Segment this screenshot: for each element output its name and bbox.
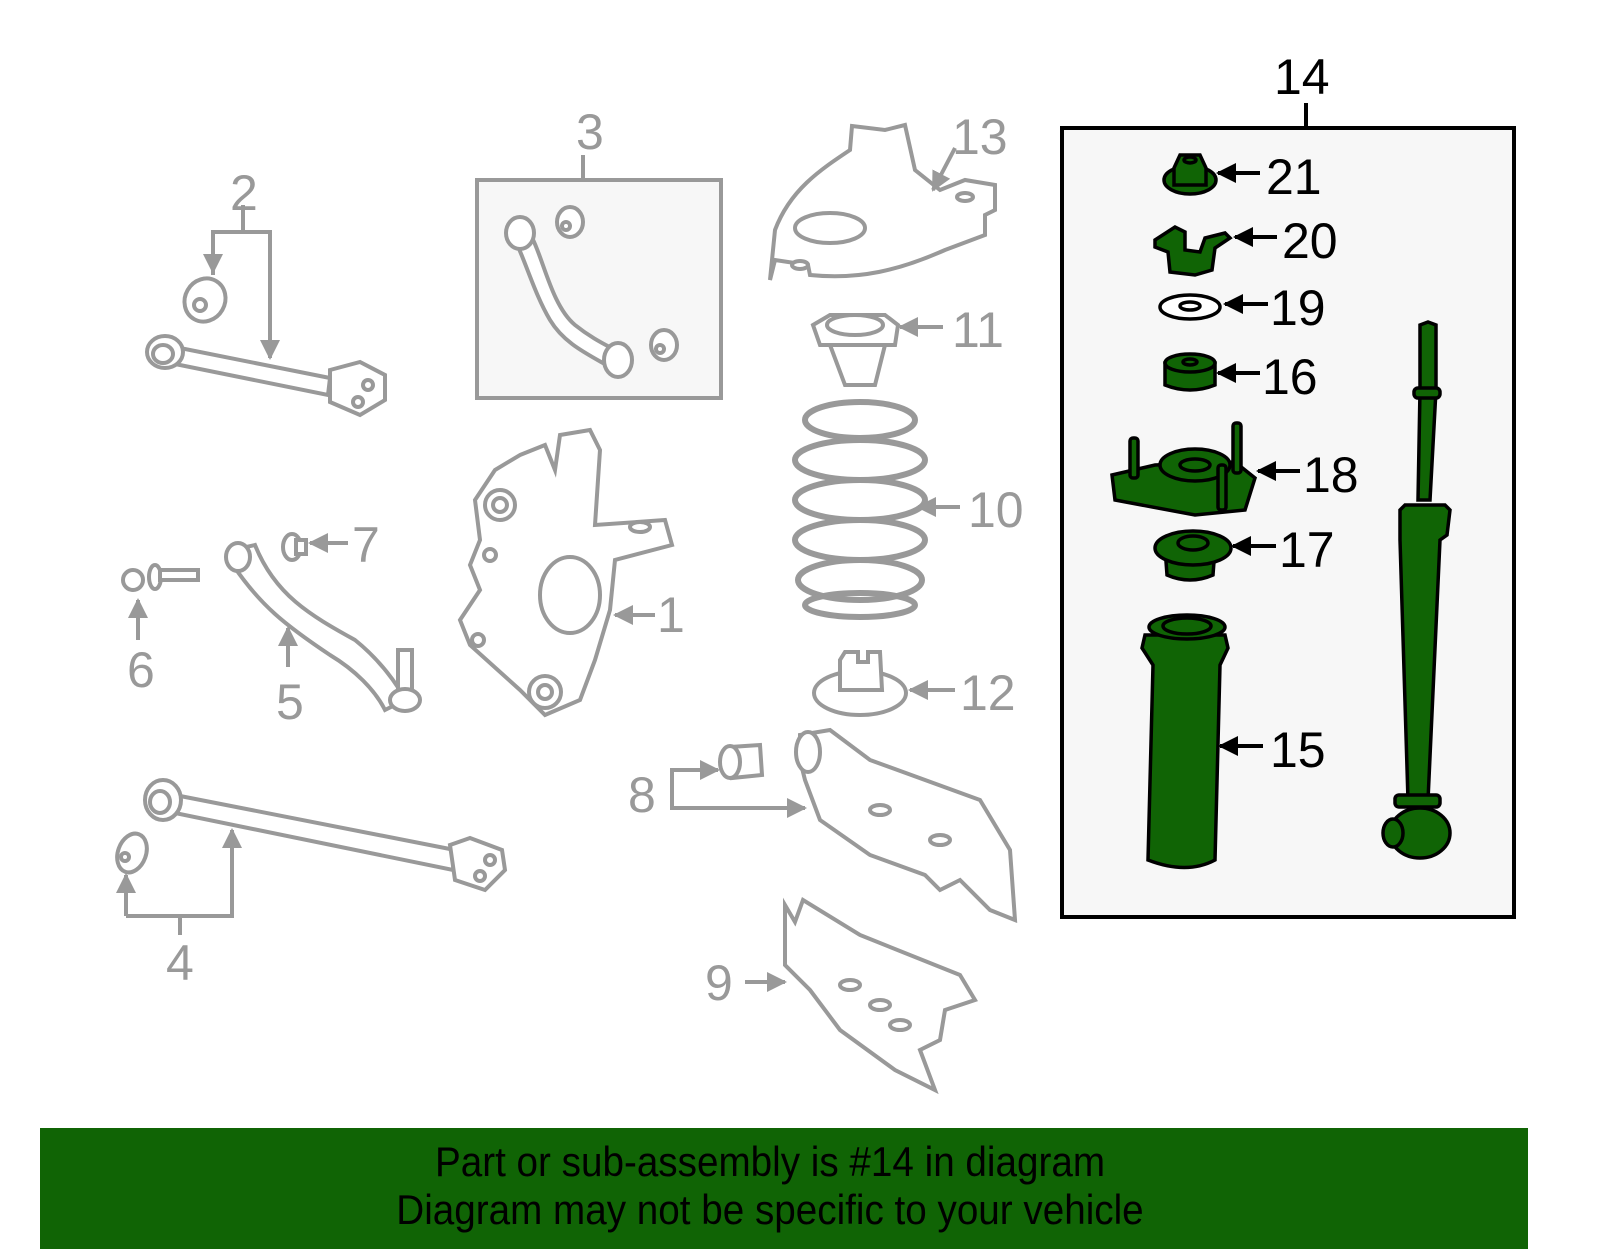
part-1-knuckle[interactable] (457, 427, 675, 718)
part-3-upper-arm-box[interactable] (475, 155, 723, 400)
part-11-spring-seat[interactable] (810, 313, 901, 387)
part-4-trailing-link[interactable] (112, 778, 508, 935)
callout-12: 12 (960, 665, 1016, 721)
part-2-lateral-link[interactable] (145, 205, 387, 418)
banner-line-2: Diagram may not be specific to your vehi… (396, 1186, 1144, 1233)
part-18-strut-mount[interactable] (1110, 421, 1258, 517)
callout-2: 2 (230, 165, 258, 221)
part-12-lower-seat[interactable] (812, 650, 908, 717)
part-5-link[interactable] (224, 541, 422, 713)
callout-15: 15 (1270, 722, 1326, 778)
part-10-coil-spring[interactable] (792, 399, 928, 620)
part-7-nut[interactable] (281, 532, 308, 562)
callout-16: 16 (1262, 349, 1318, 405)
callout-3: 3 (576, 104, 604, 160)
callout-8: 8 (628, 767, 656, 823)
callout-7: 7 (352, 517, 380, 573)
notice-banner: Part or sub-assembly is #14 in diagram D… (40, 1128, 1528, 1249)
callout-14: 14 (1274, 49, 1330, 105)
part-15-dust-boot[interactable] (1140, 613, 1230, 870)
callout-10: 10 (968, 482, 1024, 538)
callout-21: 21 (1266, 149, 1322, 205)
shock-absorber[interactable] (1381, 320, 1452, 860)
callout-20: 20 (1282, 213, 1338, 269)
callout-13: 13 (952, 109, 1008, 165)
callout-18: 18 (1303, 447, 1359, 503)
part-20-bracket[interactable] (1153, 224, 1233, 277)
callout-5: 5 (276, 674, 304, 730)
part-9-cover[interactable] (783, 897, 978, 1095)
callout-11: 11 (952, 302, 1004, 358)
part-13-leader (931, 147, 957, 192)
part-13-spring-mount[interactable] (768, 122, 997, 281)
part-8-lower-arm[interactable] (670, 727, 1018, 924)
callout-6: 6 (127, 642, 155, 698)
banner-line-1: Part or sub-assembly is #14 in diagram (434, 1138, 1106, 1185)
callout-9: 9 (705, 955, 733, 1011)
part-19-washer[interactable] (1158, 293, 1222, 321)
callout-4: 4 (166, 935, 194, 991)
callout-19: 19 (1270, 280, 1326, 336)
part-6-bolt[interactable] (121, 563, 200, 592)
callout-1: 1 (657, 587, 685, 643)
part-16-bushing[interactable] (1163, 352, 1217, 392)
part-17-bump-stopper[interactable] (1153, 529, 1233, 582)
assembly-leaders (1216, 163, 1300, 756)
callout-17: 17 (1279, 522, 1335, 578)
